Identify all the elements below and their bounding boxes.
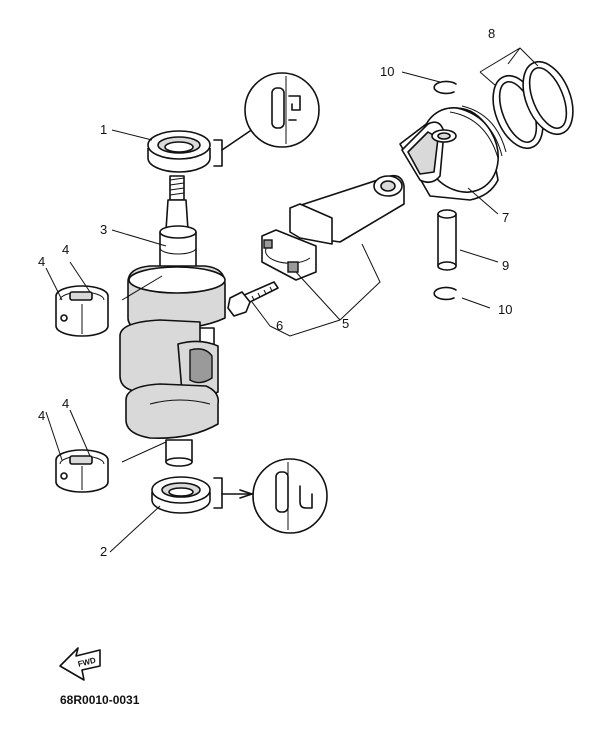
crank-bearing-lower xyxy=(55,449,109,493)
callout-4-upper-left: 4 xyxy=(38,254,45,269)
oil-seal-lower xyxy=(151,476,211,514)
oil-seal-upper xyxy=(147,130,211,173)
callout-1: 1 xyxy=(100,122,107,137)
callout-4-lower-left: 4 xyxy=(38,408,45,423)
fwd-arrow-icon: FWD xyxy=(59,647,101,681)
con-rod-bolt xyxy=(227,281,279,317)
callout-4-lower-right: 4 xyxy=(62,396,69,411)
callout-2: 2 xyxy=(100,544,107,559)
callout-labels: 1 2 3 4 4 4 4 5 6 7 8 9 10 10 xyxy=(38,26,512,559)
callout-6: 6 xyxy=(276,318,283,333)
seal-detail-bubble-upper xyxy=(213,72,320,167)
fwd-label: FWD xyxy=(77,656,97,669)
leader-lines xyxy=(45,47,539,553)
callout-8: 8 xyxy=(488,26,495,41)
piston xyxy=(399,105,507,201)
callout-10-upper: 10 xyxy=(380,64,394,79)
crankshaft xyxy=(119,175,226,467)
seal-detail-bubble-lower xyxy=(213,458,328,534)
diagram-code: 68R0010-0031 xyxy=(60,693,140,707)
callout-10-lower: 10 xyxy=(498,302,512,317)
circlip-upper xyxy=(433,80,457,95)
piston-pin xyxy=(437,209,457,271)
crank-bearing-upper xyxy=(55,285,109,337)
callout-4-upper-right: 4 xyxy=(62,242,69,257)
callout-3: 3 xyxy=(100,222,107,237)
circlip-lower xyxy=(433,286,457,301)
callout-9: 9 xyxy=(502,258,509,273)
piston-rings xyxy=(492,61,574,149)
callout-7: 7 xyxy=(502,210,509,225)
callout-5: 5 xyxy=(342,316,349,331)
connecting-rod xyxy=(261,174,405,281)
